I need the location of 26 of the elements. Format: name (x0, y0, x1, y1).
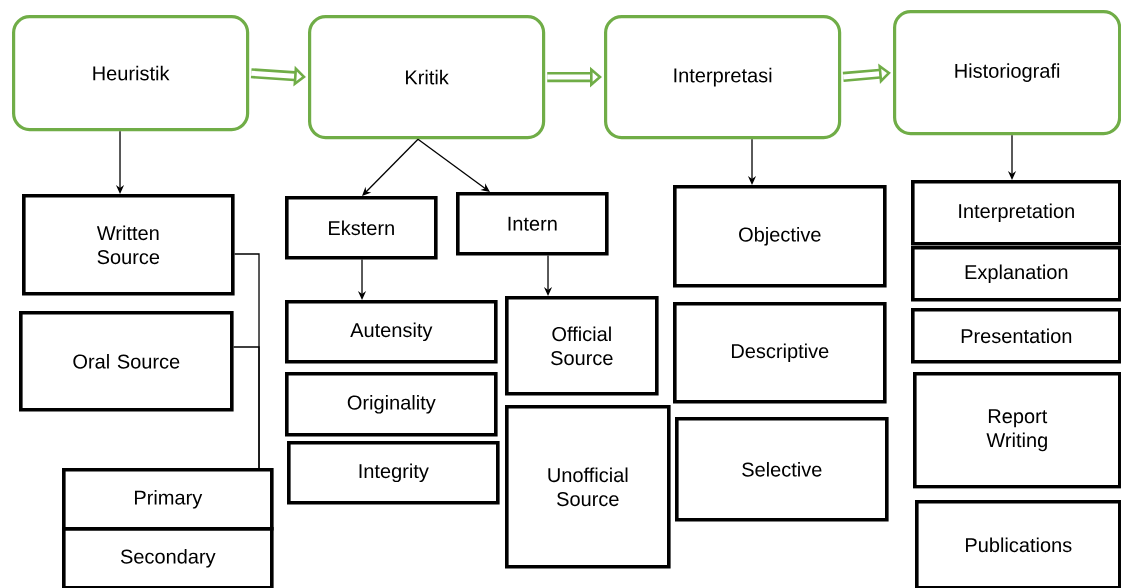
item-box: Objective (673, 185, 887, 288)
item-box: Selective (675, 417, 889, 522)
item-box: Interpretation (911, 180, 1121, 246)
item-box: Unofficial Source (505, 405, 671, 569)
item-box: Primary (62, 468, 274, 531)
process-box: Kritik (308, 15, 546, 140)
item-box: Secondary (62, 527, 274, 588)
item-box: Oral Source (19, 311, 234, 412)
item-box: Publications (915, 500, 1121, 588)
item-box: Official Source (505, 296, 659, 396)
arrow (362, 138, 419, 196)
connector-line (232, 346, 260, 469)
item-box: Descriptive (673, 302, 887, 404)
item-box: Presentation (911, 308, 1121, 364)
item-box: Intern (456, 192, 609, 256)
item-box: Explanation (911, 246, 1121, 302)
process-box: Heuristik (12, 15, 250, 132)
item-box: Autensity (285, 300, 498, 364)
arrow (417, 138, 490, 192)
process-box: Historiografi (893, 10, 1121, 136)
item-box: Ekstern (285, 196, 438, 260)
item-box: Integrity (287, 441, 500, 505)
process-box: Interpretasi (604, 15, 842, 140)
item-box: Originality (285, 372, 498, 437)
item-box: Report Writing (913, 372, 1121, 489)
item-box: Written Source (22, 194, 235, 296)
